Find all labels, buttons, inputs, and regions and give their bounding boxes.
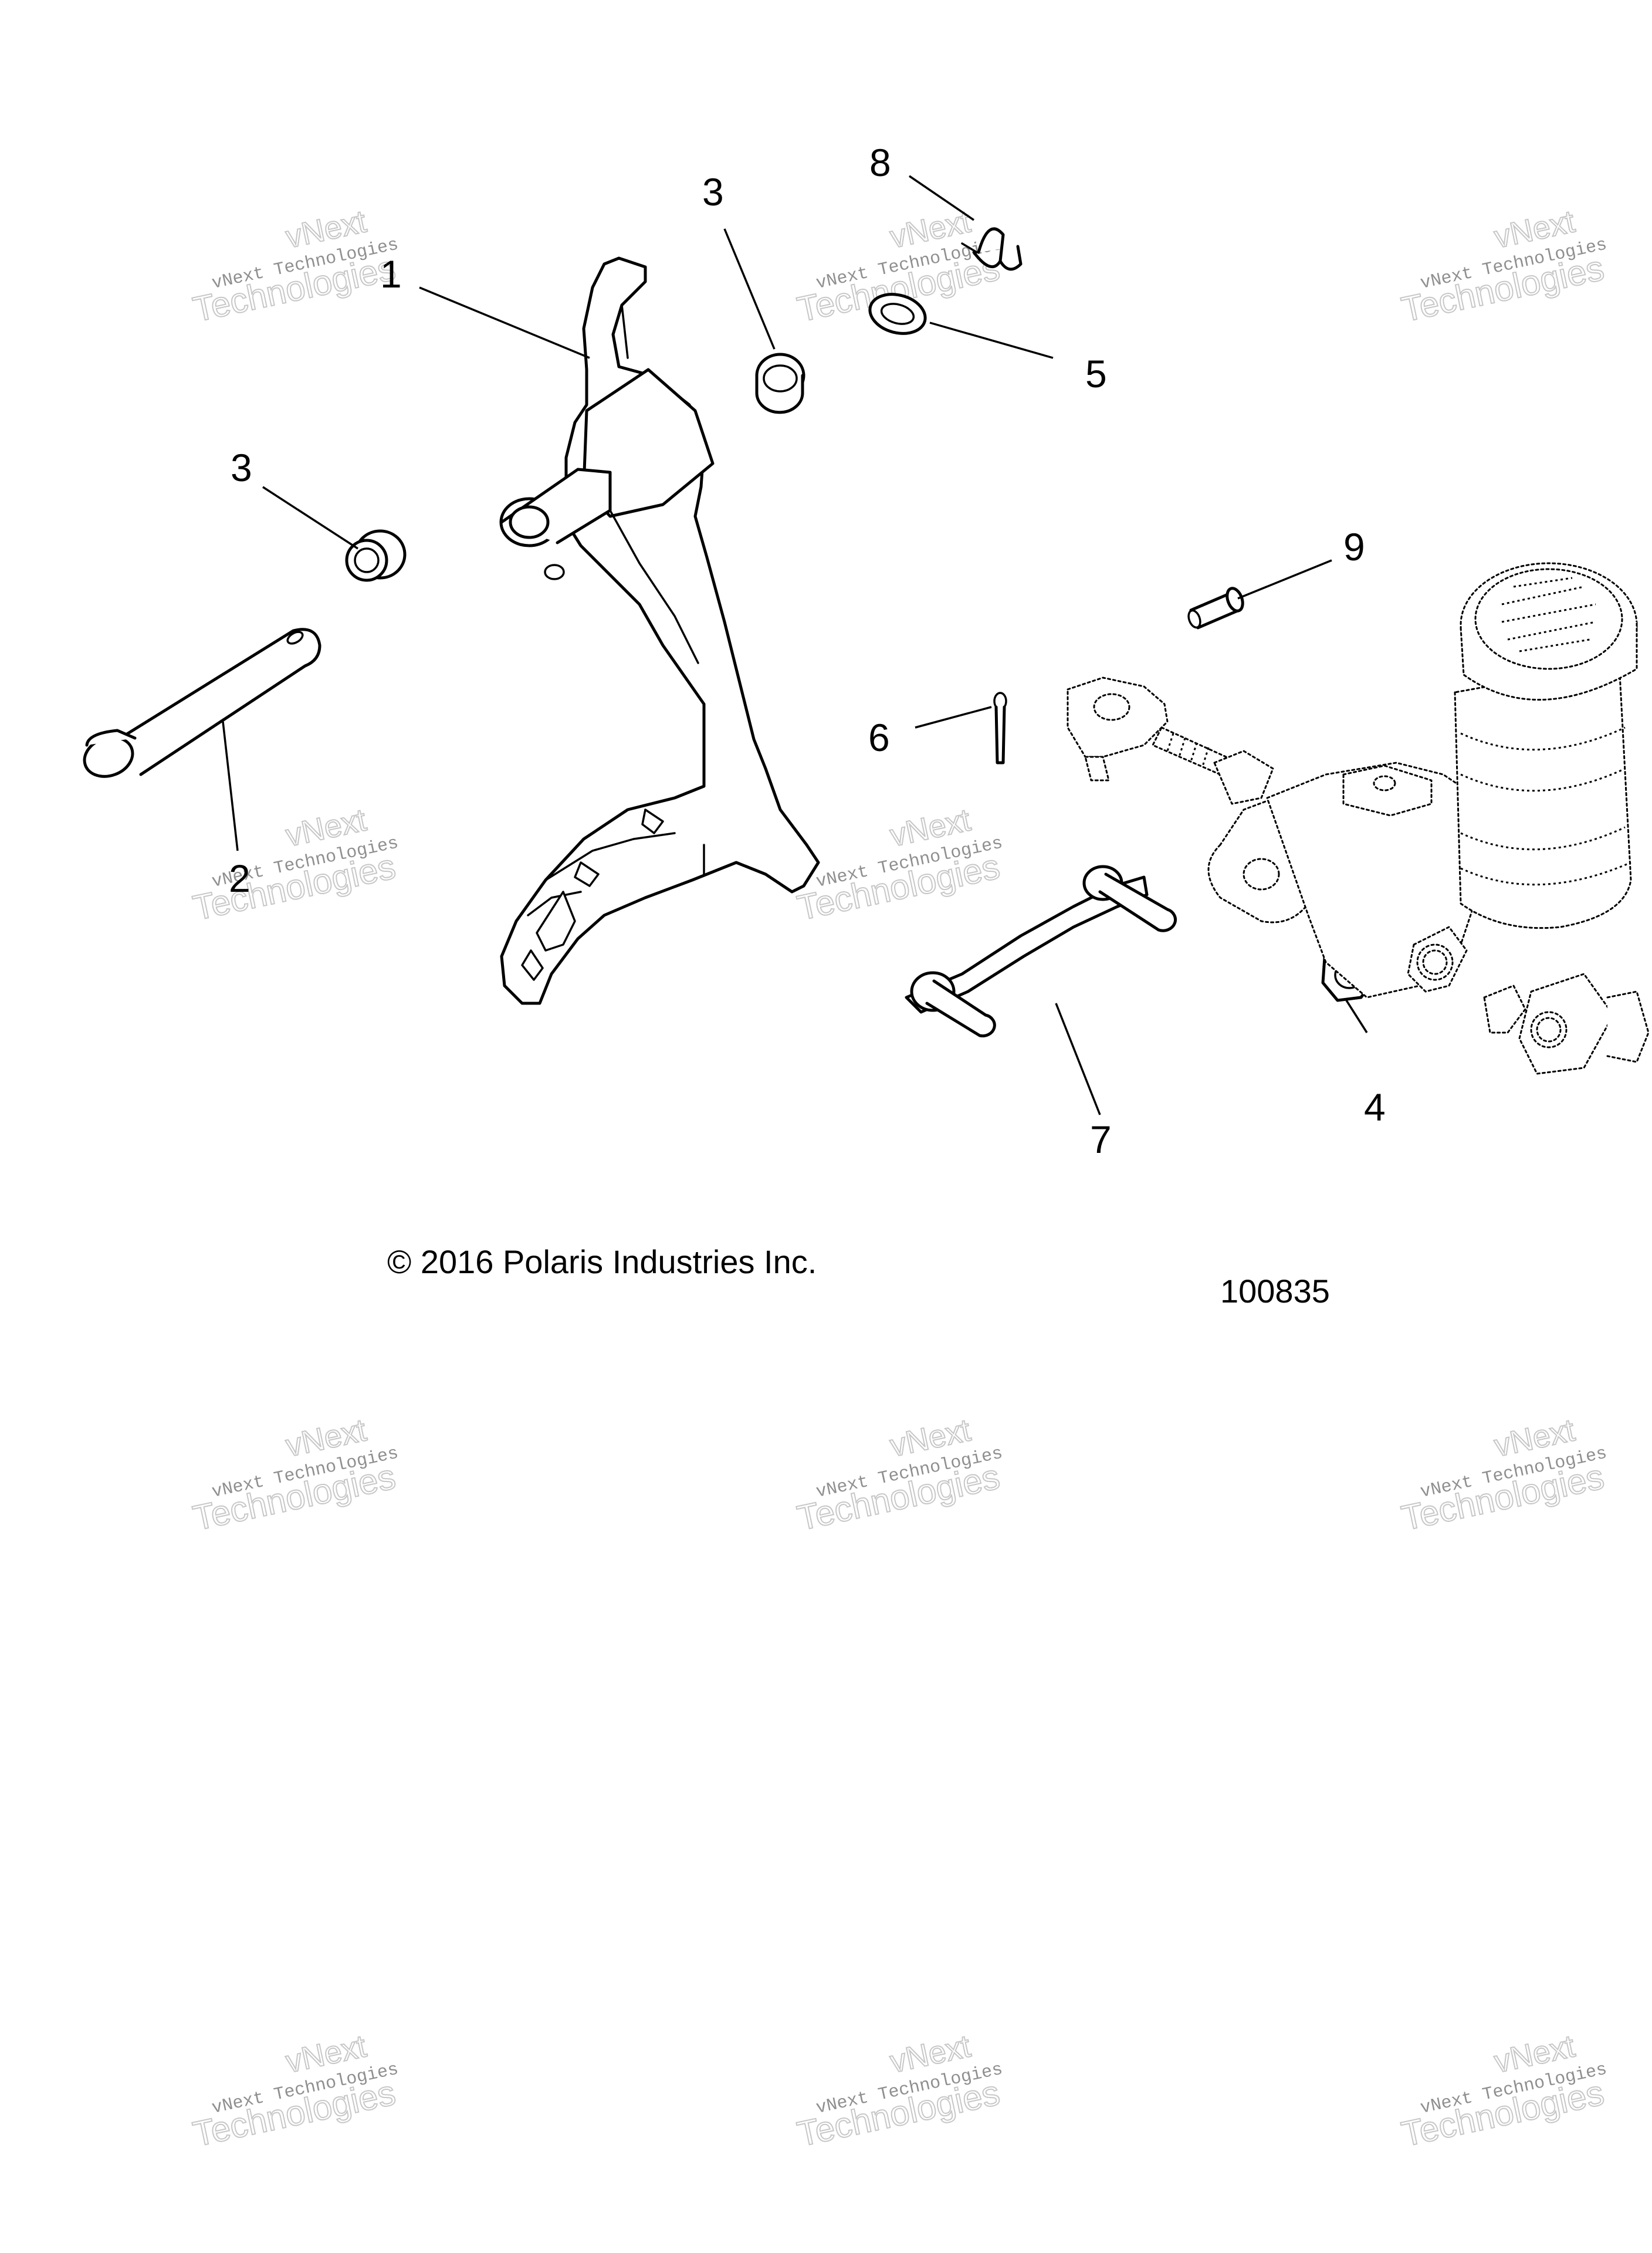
watermark: vNext vNext Technologies Technologies [189, 801, 400, 928]
copyright-text: © 2016 Polaris Industries Inc. [387, 1243, 817, 1280]
callout-3-left: 3 [231, 446, 252, 489]
bushing-part-left [345, 529, 407, 582]
callout-4: 4 [1364, 1085, 1386, 1129]
master-cylinder-assembly [1067, 562, 1650, 1075]
callout-9: 9 [1343, 525, 1365, 569]
callout-labels: 1 2 3 3 4 5 6 7 8 9 [229, 141, 1386, 1161]
brake-pedal-part [499, 256, 820, 1005]
watermark: vNext vNext Technologies Technologies [189, 1412, 400, 1538]
watermark: vNext vNext Technologies Technologies [793, 2028, 1004, 2154]
watermark: vNext vNext Technologies Technologies [1397, 1412, 1609, 1538]
callout-6: 6 [868, 716, 890, 759]
callout-3-right: 3 [702, 170, 724, 214]
callout-2: 2 [229, 857, 250, 900]
figure-number: 100835 [1220, 1273, 1330, 1310]
callout-5: 5 [1085, 352, 1107, 395]
bushing-part-right [755, 353, 805, 414]
watermark: vNext vNext Technologies Technologies [1397, 2028, 1609, 2154]
leader-lines [222, 175, 1368, 1115]
callout-8: 8 [869, 141, 891, 184]
clevis-pin-part [1187, 587, 1244, 630]
watermark-grid: vNext vNext Technologies Technologies vN… [189, 203, 1609, 2154]
watermark: vNext vNext Technologies Technologies [189, 2028, 400, 2154]
washer-part [868, 293, 927, 335]
callout-1: 1 [380, 252, 402, 296]
watermark: vNext vNext Technologies Technologies [189, 203, 400, 330]
watermark: vNext vNext Technologies Technologies [1397, 203, 1609, 330]
cotter-pin-part [993, 692, 1007, 764]
retaining-clip-part [961, 227, 1023, 271]
watermark: vNext vNext Technologies Technologies [793, 1412, 1004, 1538]
callout-7: 7 [1090, 1118, 1112, 1161]
pivot-pin-part [83, 628, 321, 778]
linkage-rod-part [905, 865, 1177, 1038]
